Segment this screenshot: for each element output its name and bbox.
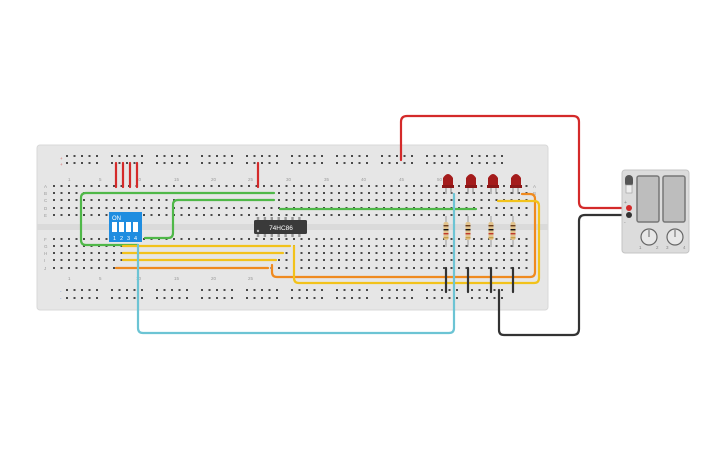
column-number: 45 — [399, 177, 405, 182]
led-1[interactable] — [442, 174, 454, 194]
column-number: 25 — [248, 177, 254, 182]
column-number: 5 — [99, 276, 102, 281]
row-letter: J — [44, 266, 46, 271]
wires[interactable] — [79, 114, 630, 337]
battery-cell-2 — [662, 175, 686, 223]
battery-plus-label: + — [624, 200, 627, 206]
dip-pin-3: 3 — [127, 236, 130, 242]
cyan-wire[interactable] — [136, 192, 456, 335]
row-letter: B — [533, 191, 536, 196]
column-number: 10 — [136, 177, 142, 182]
dip-pin-1: 1 — [113, 236, 116, 242]
battery-knob-label-4: 4 — [683, 245, 686, 250]
row-letter: A — [44, 184, 47, 189]
column-number: 25 — [248, 276, 254, 281]
resistor-4[interactable] — [510, 216, 516, 247]
resistors[interactable] — [443, 216, 516, 247]
row-letter: G — [44, 244, 48, 249]
led-2[interactable] — [465, 174, 477, 194]
dip-toggle-4[interactable] — [133, 222, 138, 232]
rail-mark: - — [60, 296, 62, 301]
red-wire-led-to-battery[interactable] — [399, 114, 630, 210]
row-letter: E — [44, 213, 47, 218]
black-wire-ground-to-battery[interactable] — [497, 213, 630, 337]
dip-on-label: ON — [112, 216, 121, 222]
column-number: 15 — [174, 177, 180, 182]
leds[interactable] — [442, 174, 522, 194]
rail-mark: + — [60, 162, 63, 167]
rail-mark: - — [60, 289, 62, 294]
battery-knob-label-2: 2 — [656, 245, 659, 250]
column-number: 20 — [211, 276, 217, 281]
column-number: 1 — [68, 276, 71, 281]
row-letter: A — [533, 184, 536, 189]
ic-chip[interactable]: 74HC86 — [254, 217, 307, 237]
column-number: 1 — [68, 177, 71, 182]
column-number: 5 — [99, 177, 102, 182]
row-letter: D — [44, 206, 48, 211]
column-number: 50 — [437, 177, 443, 182]
battery-terminal-positive[interactable] — [626, 205, 632, 211]
battery-pack[interactable]: + - 1 2 3 4 — [621, 169, 690, 254]
yellow-wire-4[interactable] — [292, 199, 541, 285]
row-letter: H — [44, 251, 47, 256]
led-3[interactable] — [487, 174, 499, 194]
row-letter: F — [44, 237, 47, 242]
battery-cell-1 — [636, 175, 660, 223]
ic-label: 74HC86 — [269, 225, 293, 232]
dip-toggle-3[interactable] — [126, 222, 131, 232]
column-number: 40 — [361, 177, 367, 182]
dip-pin-2: 2 — [120, 236, 123, 242]
resistor-1[interactable] — [443, 216, 449, 247]
battery-knob-label-3: 3 — [666, 245, 669, 250]
battery-minus-label: - — [624, 220, 626, 226]
row-letter: C — [44, 198, 48, 203]
orange-wire-2[interactable] — [270, 192, 537, 279]
battery-terminal-negative[interactable] — [626, 212, 632, 218]
green-wire-1[interactable] — [79, 191, 276, 247]
green-wire-2[interactable] — [143, 198, 276, 240]
resistor-2[interactable] — [465, 216, 471, 247]
battery-knob-label-1: 1 — [639, 245, 642, 250]
resistor-3[interactable] — [488, 216, 494, 247]
row-letter: B — [44, 191, 47, 196]
dip-switch[interactable]: ON 1 2 3 4 — [109, 212, 142, 242]
rail-mark: + — [60, 156, 63, 161]
column-number: 30 — [286, 177, 292, 182]
column-number: 20 — [211, 177, 217, 182]
column-number: 35 — [324, 177, 330, 182]
dip-pin-4: 4 — [134, 236, 137, 242]
dip-toggle-2[interactable] — [119, 222, 124, 232]
led-4[interactable] — [510, 174, 522, 194]
row-letter: I — [44, 258, 45, 263]
dip-toggle-1[interactable] — [112, 222, 117, 232]
column-number: 15 — [174, 276, 180, 281]
